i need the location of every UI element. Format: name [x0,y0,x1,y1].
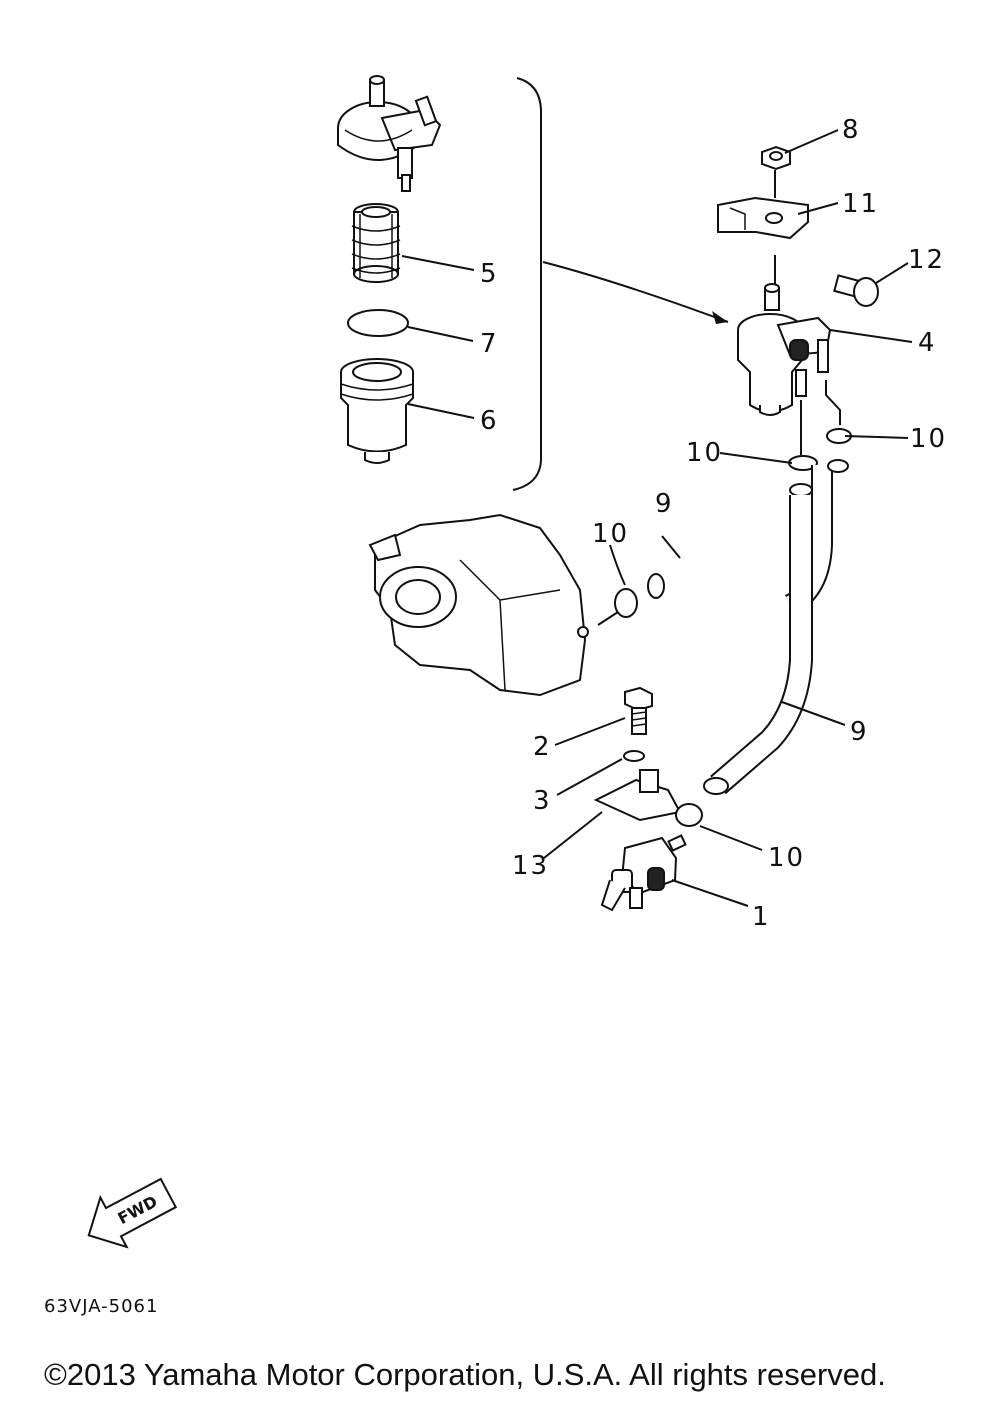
drawing-code: 63VJA-5061 [44,1296,159,1317]
callout-6: 6 [480,406,499,436]
callout-5: 5 [480,259,499,289]
hose-clip-10-carburetor [614,588,638,618]
bolt-12 [833,274,879,307]
nut-8 [761,145,791,171]
callout-9-upper: 9 [655,489,674,519]
bracket-11 [717,196,809,240]
arrowhead [712,311,728,324]
callout-1: 1 [752,902,771,932]
callout-10-left: 10 [686,438,723,468]
callout-12: 12 [908,245,945,275]
fuel-hose-9-upper [646,459,849,615]
callout-4: 4 [918,328,937,358]
fuel-joint-1 [600,834,687,912]
filter-element-5 [351,203,401,283]
callout-10-right: 10 [910,424,947,454]
carburetor-body [368,513,589,697]
exploded-group-bracket [512,77,542,491]
copyright-notice: ©2013 Yamaha Motor Corporation, U.S.A. A… [44,1357,886,1392]
callout-2: 2 [533,732,552,762]
hose-clip-10-lower [675,803,703,827]
fwd-direction-badge: FWD [87,1177,178,1249]
exploded-group-arrow [542,261,729,323]
callout-8: 8 [842,115,861,145]
filter-cup-6 [340,358,414,464]
o-ring-7 [347,309,409,337]
bolt-2 [624,686,653,735]
callout-9-lower: 9 [850,717,869,747]
callout-10-lower: 10 [768,843,805,873]
callout-3: 3 [533,786,552,816]
callout-7: 7 [480,329,499,359]
filter-cap-assembly [337,75,442,192]
callout-13: 13 [512,851,549,881]
plate-13 [593,769,682,822]
callout-10-carburetor: 10 [592,519,629,549]
fuel-filter-4 [737,283,832,416]
callout-11: 11 [842,189,879,219]
washer-3 [623,750,645,762]
